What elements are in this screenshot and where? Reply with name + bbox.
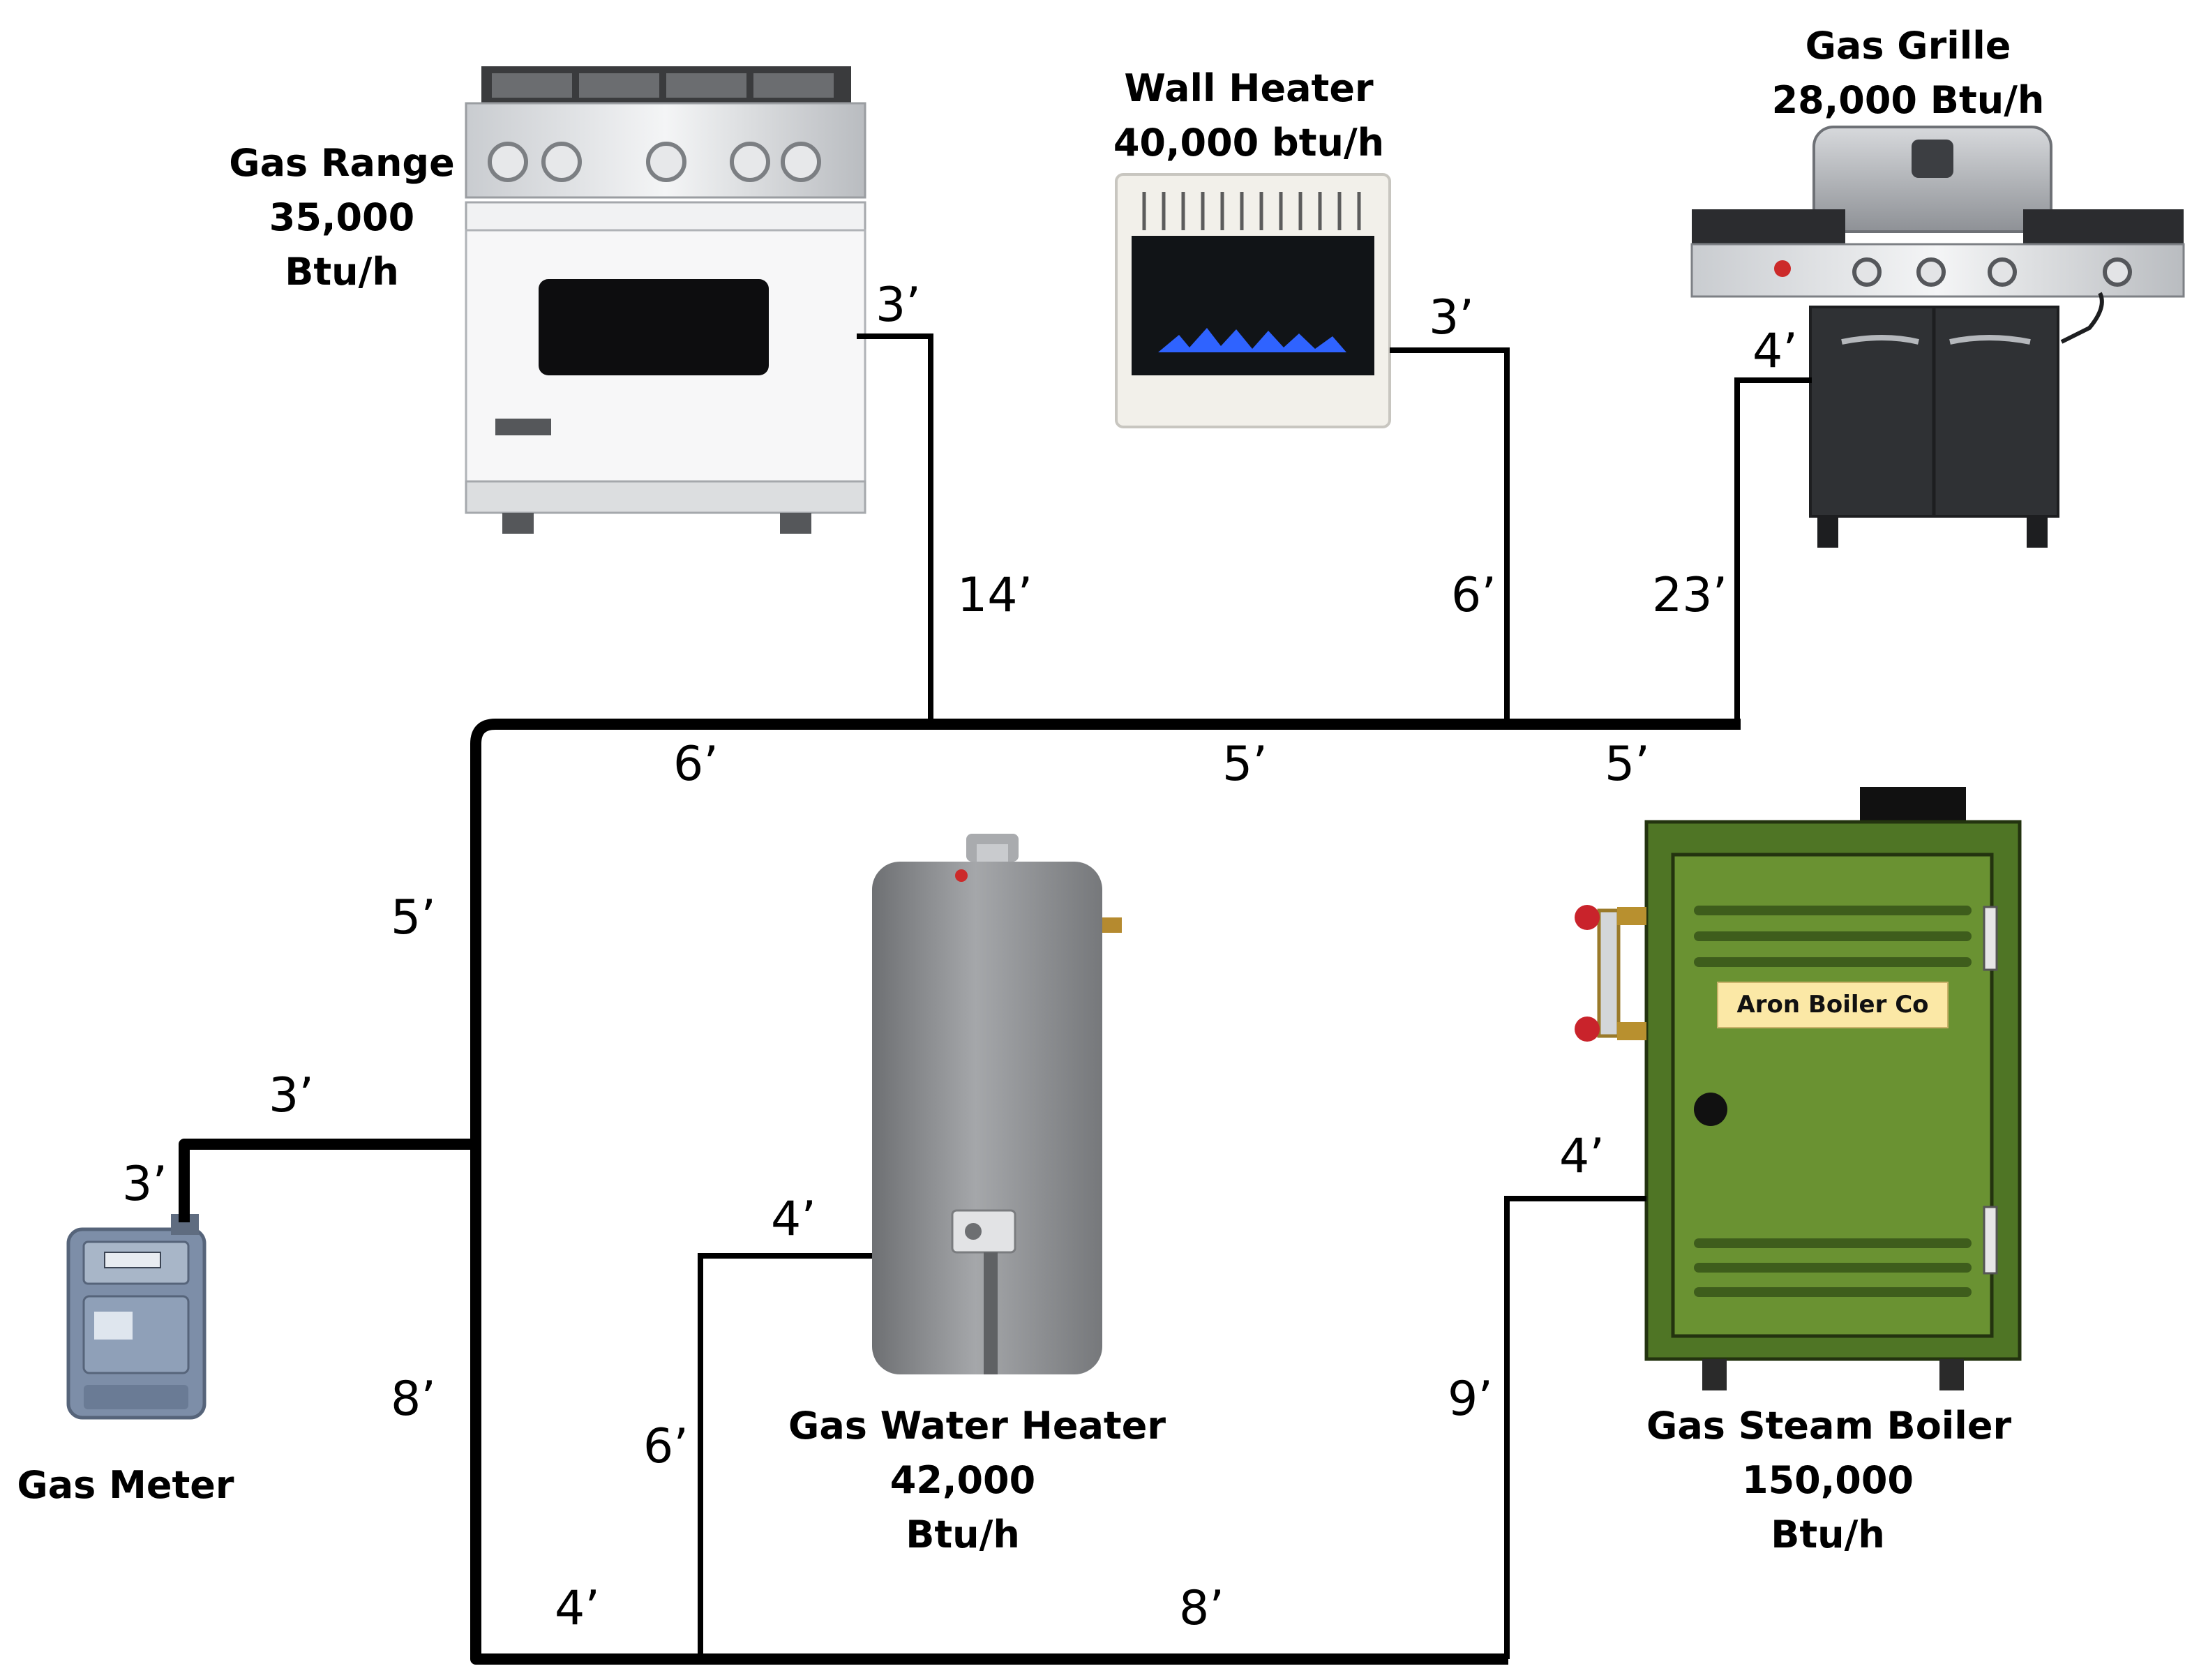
water-heater-branch-length: 4’ [771, 1192, 816, 1247]
gas-meter-name: Gas Meter [17, 1463, 234, 1507]
gas-grille-label: Gas Grille 28,000 Btu/h [1751, 19, 2065, 128]
wall-heater-branch-pipe [1390, 347, 1510, 724]
gas-meter-label: Gas Meter [7, 1458, 244, 1513]
range-drop-top-length: 3’ [876, 278, 921, 333]
gas-grille-name: Gas Grille [1805, 24, 2011, 68]
boiler-riser-length: 9’ [1448, 1372, 1493, 1427]
gas-meter-icon [66, 1214, 207, 1420]
gas-range-rating: 35,000 [269, 195, 415, 239]
grille-drop-top-length: 4’ [1752, 324, 1798, 379]
steam-boiler-rating: 150,000 [1742, 1458, 1914, 1502]
heater-drop-top-length: 3’ [1429, 290, 1474, 345]
steam-boiler-icon [1575, 787, 2022, 1390]
gas-range-name: Gas Range [229, 141, 455, 185]
gas-range-unit: Btu/h [285, 250, 399, 294]
wall-heater-icon [1115, 173, 1391, 428]
water-heater-riser-length: 6’ [643, 1419, 689, 1474]
water-heater-unit: Btu/h [906, 1513, 1020, 1557]
gas-range-icon [465, 66, 866, 534]
water-heater-icon [872, 834, 1122, 1374]
meter-vertical-length: 3’ [122, 1157, 167, 1212]
bottom-2-length: 8’ [1179, 1581, 1224, 1636]
boiler-brand-text: Aron Boiler Co [1736, 991, 1929, 1019]
water-heater-branch-pipe [698, 1253, 872, 1659]
wall-heater-rating: 40,000 btu/h [1113, 121, 1385, 165]
main-pipe [179, 719, 1741, 1665]
boiler-branch-length: 4’ [1559, 1129, 1605, 1184]
boiler-brand-plate [1717, 982, 1949, 1028]
water-heater-rating: 42,000 [889, 1458, 1036, 1502]
wall-heater-label: Wall Heater 40,000 btu/h [1074, 61, 1423, 170]
wall-heater-name: Wall Heater [1124, 66, 1374, 110]
water-heater-label: Gas Water Heater 42,000 Btu/h [788, 1399, 1166, 1562]
gas-grille-icon [1690, 126, 2185, 548]
heater-riser-length: 6’ [1451, 568, 1496, 623]
gas-grille-rating: 28,000 Btu/h [1771, 78, 2045, 122]
boiler-branch-pipe [1504, 1196, 1646, 1659]
steam-boiler-name: Gas Steam Boiler [1646, 1404, 2012, 1448]
range-branch-pipe [857, 333, 933, 724]
main-top-1-length: 6’ [673, 737, 719, 792]
grille-branch-pipe [1734, 377, 1812, 724]
main-top-3-length: 5’ [1605, 737, 1650, 792]
range-riser-length: 14’ [957, 568, 1033, 623]
water-heater-name: Gas Water Heater [788, 1404, 1166, 1448]
main-left-lower-length: 8’ [391, 1372, 436, 1427]
grille-riser-length: 23’ [1652, 568, 1728, 623]
meter-horizontal-length: 3’ [269, 1068, 314, 1123]
steam-boiler-unit: Btu/h [1771, 1513, 1885, 1557]
gas-range-label: Gas Range 35,000 Btu/h [209, 136, 474, 299]
main-top-2-length: 5’ [1222, 737, 1268, 792]
branch-pipes [698, 333, 1812, 1659]
steam-boiler-label: Gas Steam Boiler 150,000 Btu/h [1646, 1399, 2012, 1562]
main-left-upper-length: 5’ [391, 890, 436, 945]
bottom-1-length: 4’ [555, 1581, 600, 1636]
